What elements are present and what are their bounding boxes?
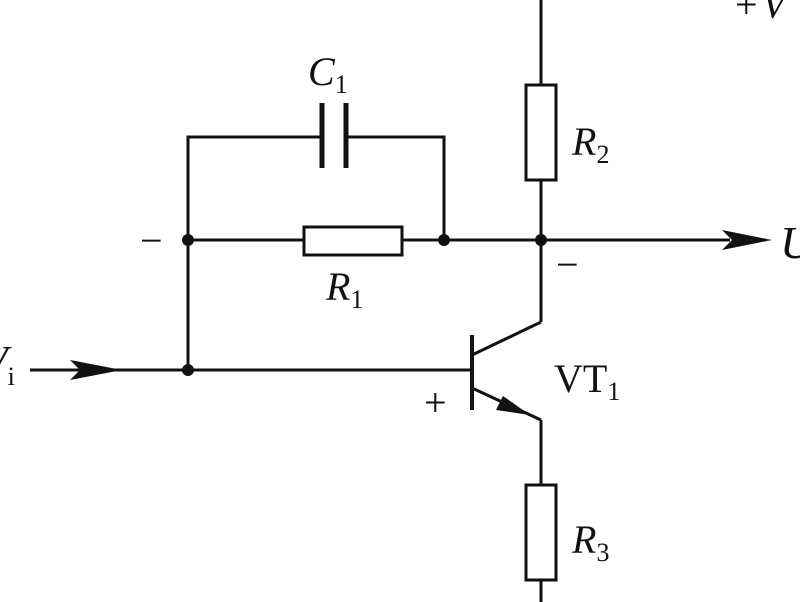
r1-label: R1 (325, 264, 363, 314)
capacitor-wire-right (346, 135, 446, 240)
input-arrow-icon (70, 360, 122, 380)
junction-dot (182, 364, 194, 376)
input-label: Vi (0, 339, 15, 391)
polarity-minus-collector: − (556, 242, 579, 287)
r3-label: R3 (571, 517, 609, 567)
emitter-arrow-icon (496, 396, 530, 415)
transistor-collector (471, 320, 542, 357)
output-label: U (780, 217, 800, 268)
junction-dot (438, 234, 450, 246)
resistor-r2 (524, 83, 558, 182)
resistor-r3 (524, 483, 558, 582)
polarity-minus-left: − (140, 218, 163, 263)
output-arrow-icon (722, 230, 772, 250)
junction-dot (182, 234, 194, 246)
vt1-label: VT1 (554, 356, 620, 406)
c1-label: C1 (308, 49, 348, 99)
r2-label: R2 (571, 119, 609, 169)
resistor-r1 (302, 225, 404, 257)
polarity-plus-base: + (424, 380, 447, 425)
supply-label: +V (735, 0, 791, 27)
capacitor-wire-left (186, 135, 322, 370)
junction-dot (535, 234, 547, 246)
